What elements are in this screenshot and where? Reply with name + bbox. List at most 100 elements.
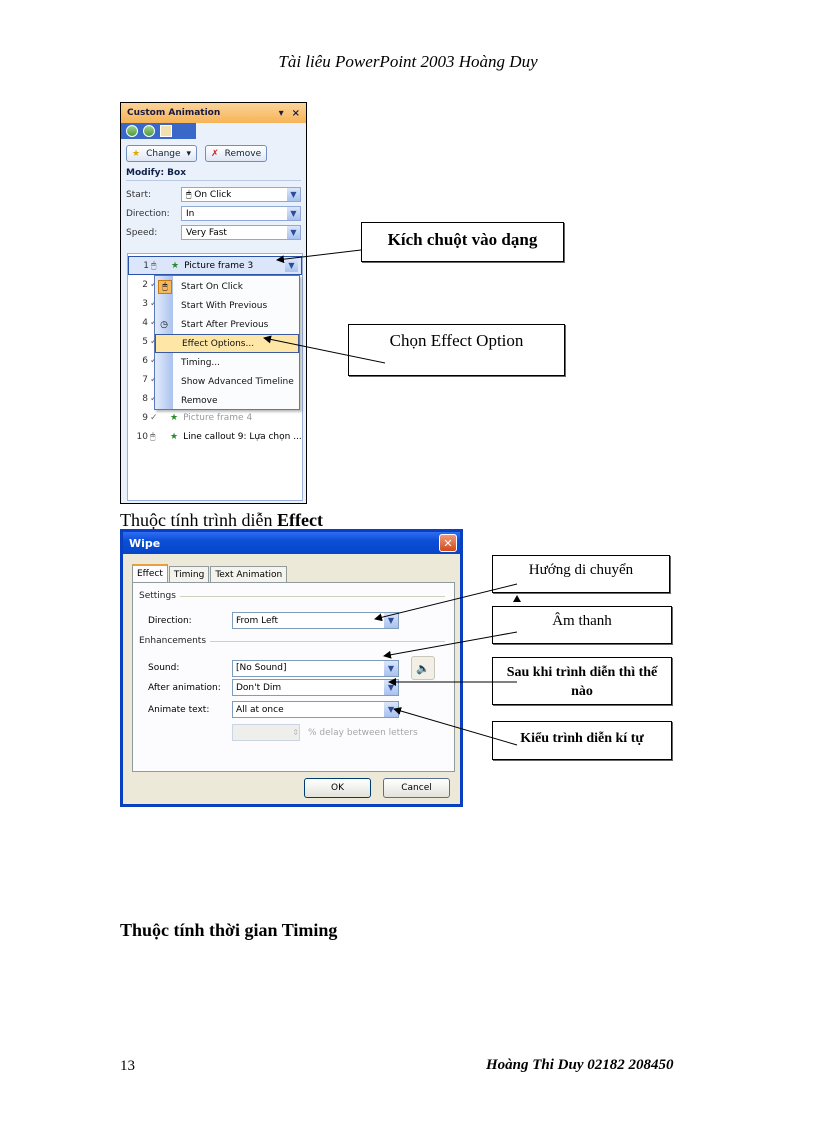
speaker-icon[interactable]: 🔈 <box>411 656 435 680</box>
after-animation-select[interactable]: Don't Dim ▼ <box>232 679 399 696</box>
list-item[interactable]: 8✓ <box>128 389 302 408</box>
menu-item-start-on-click[interactable]: 🖱Start On Click <box>155 277 299 296</box>
remove-icon: ✗ <box>211 148 219 159</box>
start-label: Start: <box>126 189 152 200</box>
list-item[interactable]: 10🖱★Line callout 9: Lựa chọn ... <box>128 427 302 446</box>
direction-select[interactable]: From Left ▼ <box>232 612 399 629</box>
wipe-dialog: Wipe ✕ Effect Timing Text Animation Sett… <box>120 529 463 807</box>
list-item[interactable]: 9✓★Picture frame 4 <box>128 408 302 427</box>
chevron-down-icon: ▼ <box>287 226 300 239</box>
chevron-down-icon: ▼ <box>384 613 398 628</box>
animation-list[interactable]: 1 🖱 ★ Picture frame 3 ▼ 2✓ 3✓ 4✓ 5✓ 6✓ 7… <box>127 253 303 501</box>
direction-select[interactable]: In ▼ <box>181 206 301 221</box>
list-item[interactable]: 5✓ <box>128 332 302 351</box>
change-button[interactable]: ★ Change ▾ <box>126 145 198 162</box>
start-select[interactable]: 🖱 On Click ▼ <box>181 187 301 202</box>
sound-select[interactable]: [No Sound] ▼ <box>232 659 399 677</box>
animate-text-label: Animate text: <box>148 704 210 715</box>
menu-item-start-with-previous[interactable]: Start With Previous <box>155 296 299 315</box>
chevron-down-icon[interactable]: ▼ <box>285 259 298 272</box>
tab-text-animation[interactable]: Text Animation <box>210 566 288 582</box>
pane-title-bar: Custom Animation ▾ × <box>121 103 306 123</box>
tab-timing[interactable]: Timing <box>168 566 210 582</box>
callout-text: Sau khi trình diễn thì thế nào <box>506 665 658 699</box>
change-label: Change <box>146 148 181 159</box>
item-number: 9 <box>142 412 148 423</box>
list-item[interactable]: 7✓ <box>128 370 302 389</box>
list-item[interactable]: 4✓ <box>128 313 302 332</box>
close-icon[interactable]: ✕ <box>439 534 457 552</box>
heading-prefix: Thuộc tính trình diễn <box>120 510 277 530</box>
speed-label: Speed: <box>126 227 158 238</box>
star-icon: ★ <box>171 260 180 271</box>
callout-after-animation: Sau khi trình diễn thì thế nào <box>492 657 672 705</box>
check-icon: ✓ <box>150 337 162 347</box>
group-label: Enhancements <box>139 636 207 646</box>
callout-click-type: Kích chuột vào dạng <box>361 222 564 262</box>
menu-label: Effect Options... <box>182 338 255 349</box>
star-icon: ★ <box>170 412 179 423</box>
ok-button[interactable]: OK <box>304 778 371 798</box>
menu-item-timing[interactable]: Timing... <box>155 353 299 372</box>
menu-label: Start With Previous <box>181 300 268 311</box>
item-number: 4 <box>142 317 148 328</box>
sound-value: [No Sound] <box>236 663 287 673</box>
menu-item-effect-options[interactable]: Effect Options... <box>155 334 299 353</box>
mouse-icon: 🖱 <box>150 431 156 442</box>
dialog-title: Wipe <box>129 536 161 550</box>
item-label: Picture frame 4 <box>183 412 253 423</box>
modify-label: Modify: Box <box>126 168 301 181</box>
callout-text: Âm thanh <box>552 613 612 629</box>
mouse-icon: 🖱 <box>186 189 192 200</box>
item-number: 7 <box>142 374 148 385</box>
item-number: 8 <box>142 393 148 404</box>
menu-item-start-after-previous[interactable]: ◷Start After Previous <box>155 315 299 334</box>
callout-text: Kiểu trình diễn kí tự <box>520 731 644 746</box>
forward-icon[interactable] <box>143 125 155 137</box>
remove-button[interactable]: ✗ Remove <box>205 145 268 162</box>
after-animation-value: Don't Dim <box>236 682 282 693</box>
after-animation-label: After animation: <box>148 682 221 693</box>
list-item[interactable]: 6✓ <box>128 351 302 370</box>
custom-animation-pane: Custom Animation ▾ × ★ Change ▾ ✗ Remove… <box>120 102 307 504</box>
speed-value: Very Fast <box>186 227 227 238</box>
effect-tab-panel: Settings Direction: From Left ▼ Enhancem… <box>132 582 455 772</box>
callout-text: Kích chuột vào dạng <box>387 230 538 249</box>
chevron-down-icon: ▼ <box>287 207 300 220</box>
list-item[interactable]: 1 🖱 ★ Picture frame 3 ▼ <box>128 256 302 275</box>
chevron-down-icon: ▼ <box>384 660 398 676</box>
group-label: Settings <box>139 591 176 601</box>
menu-item-remove[interactable]: Remove <box>155 391 299 410</box>
star-icon: ★ <box>170 431 179 442</box>
home-icon[interactable] <box>160 125 172 137</box>
list-item[interactable]: 3✓ <box>128 294 302 313</box>
menu-item-show-advanced-timeline[interactable]: Show Advanced Timeline <box>155 372 299 391</box>
callout-animate-text: Kiểu trình diễn kí tự <box>492 721 672 760</box>
pane-menu-icon[interactable]: ▾ <box>278 107 284 119</box>
delay-stepper[interactable]: ⇕ <box>232 724 300 741</box>
callout-text: Chọn Effect Option <box>389 331 524 350</box>
cancel-button[interactable]: Cancel <box>383 778 450 798</box>
chevron-down-icon: ▼ <box>384 680 398 695</box>
pane-close-icon[interactable]: × <box>291 107 300 119</box>
menu-label: Start On Click <box>181 281 243 292</box>
direction-value: From Left <box>236 615 279 626</box>
item-number: 2 <box>142 279 148 290</box>
clock-icon: ◷ <box>160 319 168 330</box>
heading-bold: Effect <box>276 510 323 530</box>
enhancements-group: Enhancements <box>139 636 445 646</box>
animate-text-value: All at once <box>236 704 284 715</box>
tab-effect[interactable]: Effect <box>132 564 168 582</box>
callout-text: Hướng di chuyển <box>528 562 634 578</box>
page-number: 13 <box>120 1058 135 1074</box>
star-icon: ★ <box>132 148 141 159</box>
back-icon[interactable] <box>126 125 138 137</box>
animate-text-select[interactable]: All at once ▼ <box>232 701 399 718</box>
list-item[interactable]: 2✓ <box>128 275 302 294</box>
check-icon: ✓ <box>150 299 162 309</box>
item-number: 1 <box>143 260 149 271</box>
mouse-icon: 🖱 <box>151 260 157 271</box>
footer-author: Hoàng Thi Duy 02182 208450 <box>486 1057 674 1073</box>
animate-text-row: Animate text: All at once ▼ <box>148 701 399 718</box>
speed-select[interactable]: Very Fast ▼ <box>181 225 301 240</box>
